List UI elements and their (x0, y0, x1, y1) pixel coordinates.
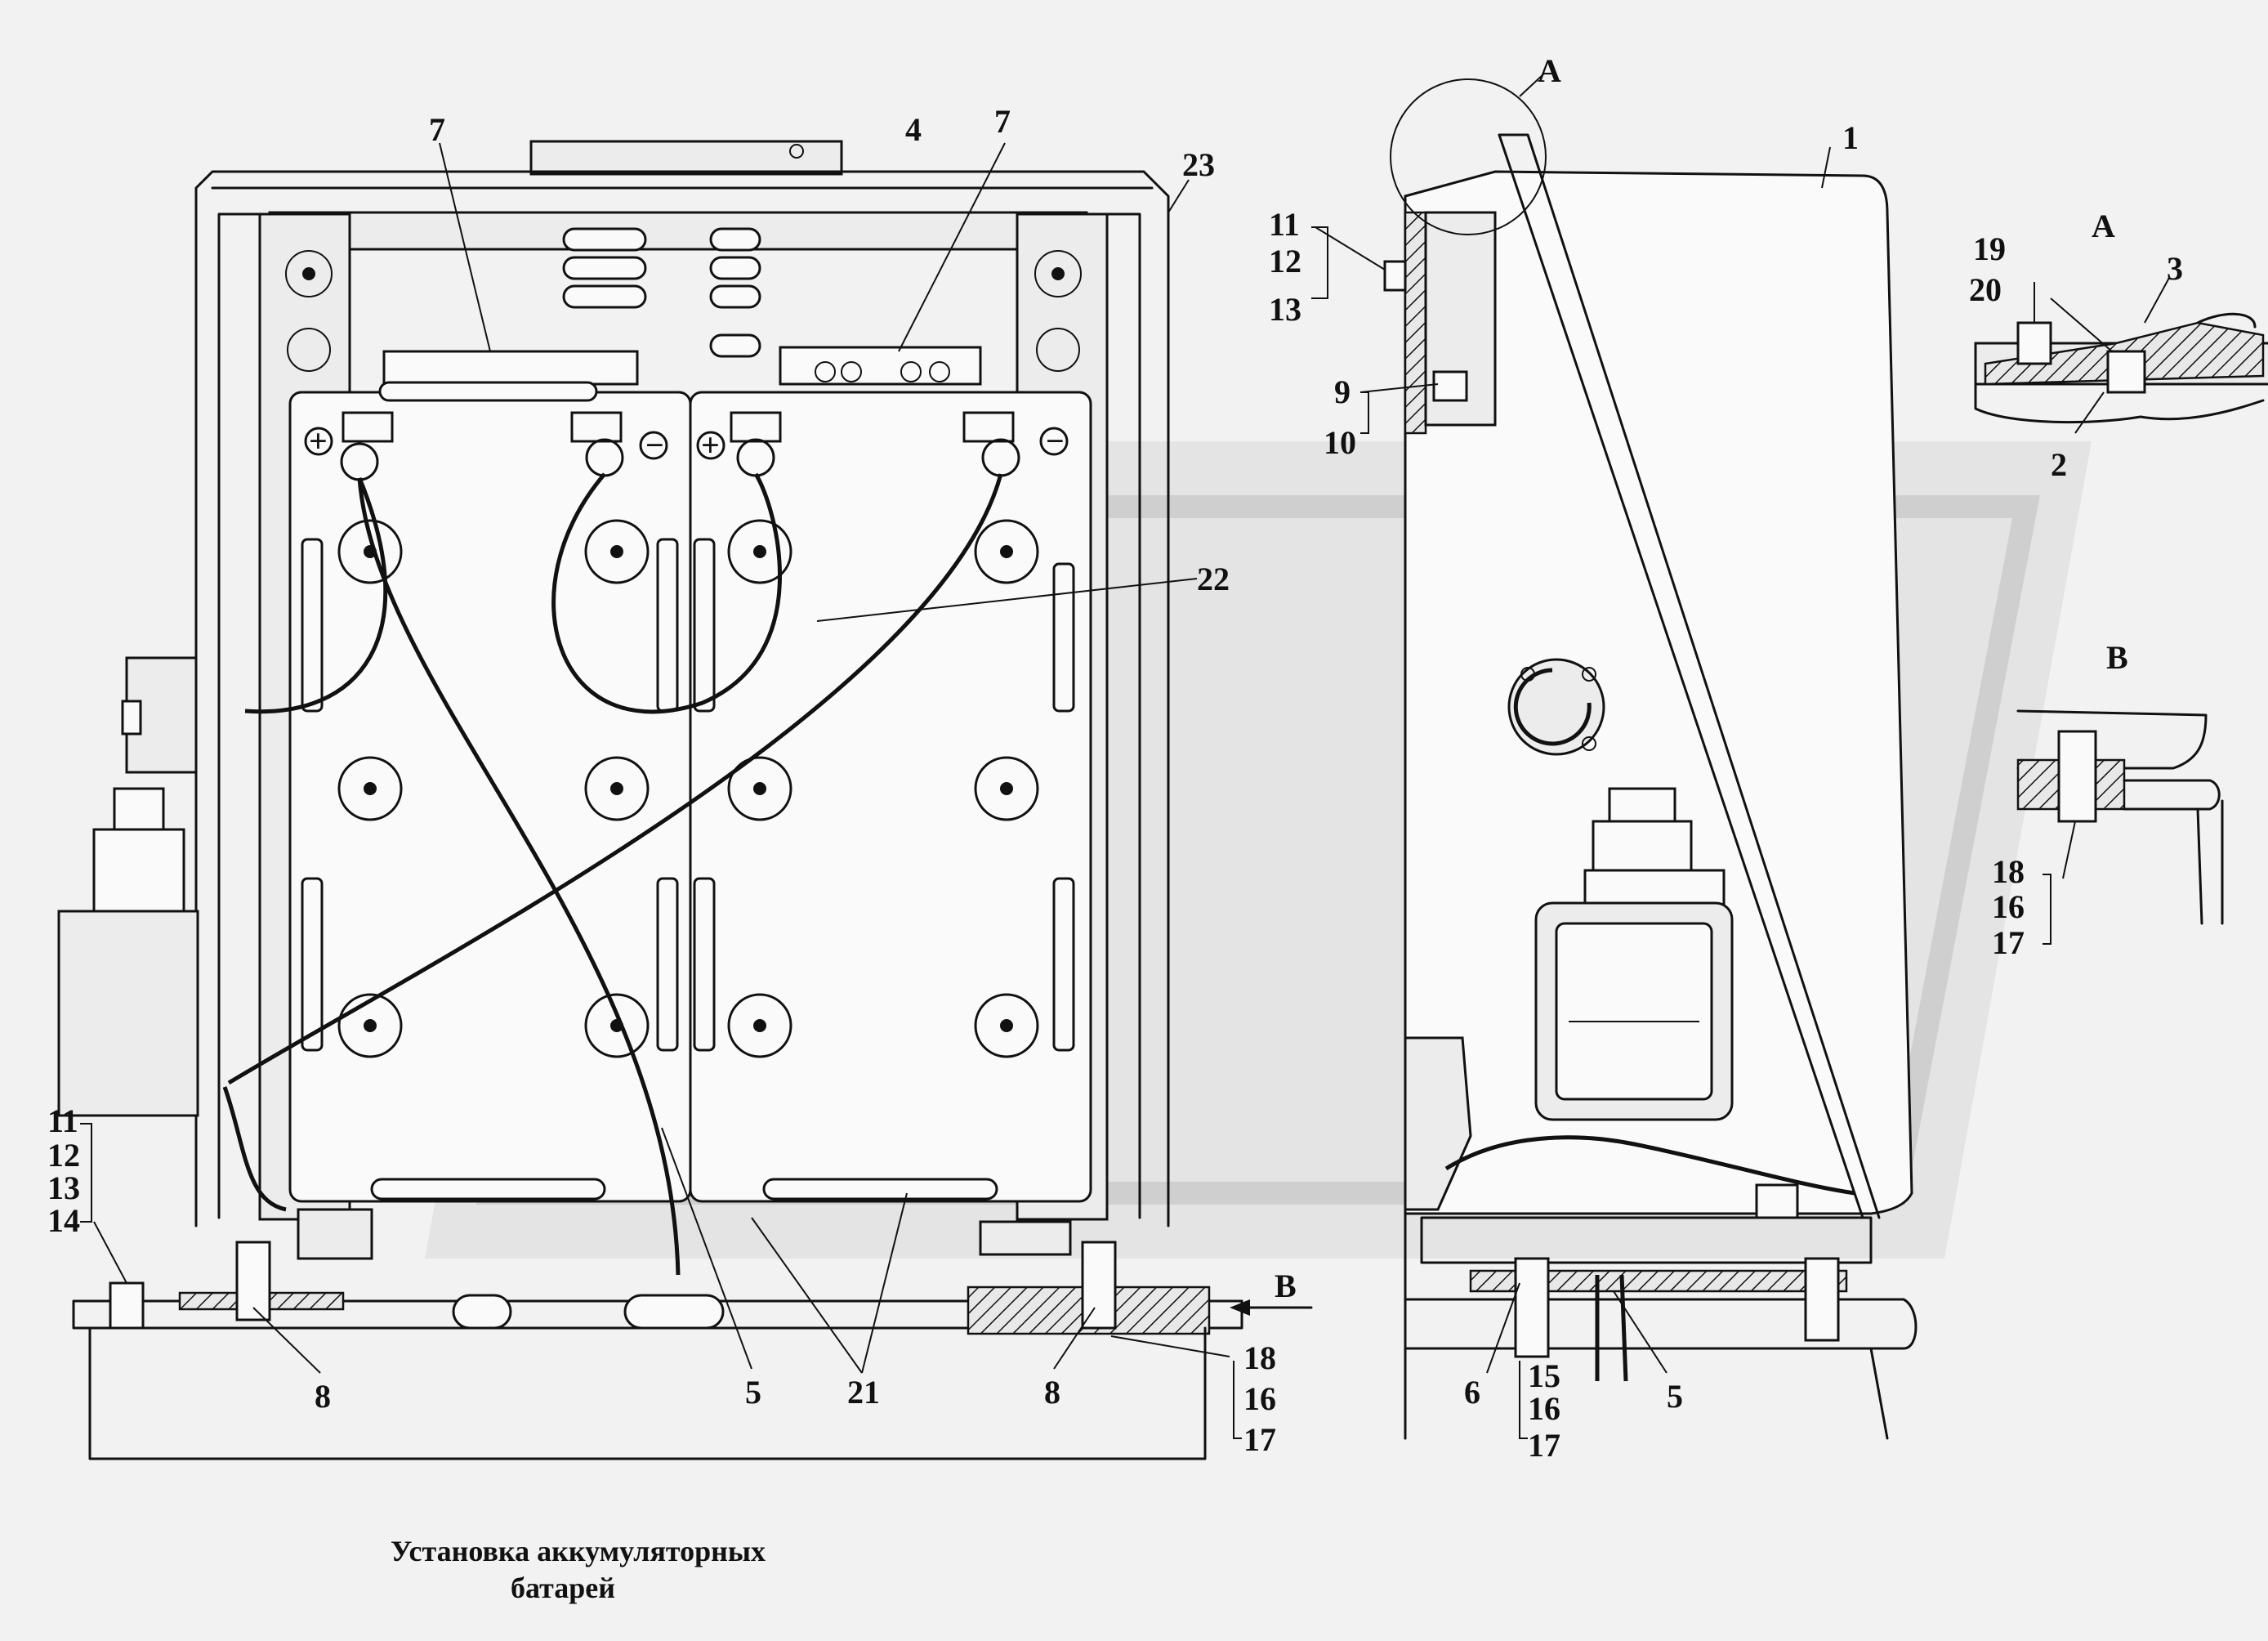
bolt-15 (1514, 1257, 1550, 1358)
bolt-8-left (235, 1241, 271, 1321)
callout-1: 1 (1842, 119, 1859, 156)
leader-lines-front (80, 142, 1242, 1439)
callout-20: 20 (1969, 271, 2002, 308)
callout-8-right: 8 (1044, 1374, 1060, 1411)
detail-a-title: А (2092, 208, 2115, 244)
callout-17: 17 (1243, 1421, 1276, 1458)
callout-8-left: 8 (315, 1378, 331, 1415)
callout-side-13: 13 (1269, 291, 1301, 328)
detail-b (2016, 709, 2224, 945)
callout-7-right: 7 (994, 103, 1011, 140)
callout-15: 15 (1528, 1357, 1560, 1394)
callout-7-left: 7 (429, 111, 445, 148)
caption-line-1: Установка аккумуляторных (391, 1535, 766, 1567)
cables (222, 472, 1003, 1276)
callout-b16: 16 (1992, 888, 2025, 925)
clamp-bar-left (382, 350, 639, 386)
front-view: + − + − (57, 140, 1313, 1460)
vent-slots (562, 227, 761, 358)
callout-11: 11 (47, 1102, 78, 1139)
callout-b17: 17 (1992, 924, 2025, 961)
callout-side-16: 16 (1528, 1390, 1560, 1427)
battery-box-side (1404, 170, 1913, 1215)
terminal-plus-right: + (701, 427, 720, 463)
terminal-minus-left: − (645, 427, 664, 463)
callout-22: 22 (1197, 561, 1230, 597)
bottom-clamp-left (370, 1178, 606, 1201)
bolt-detail-b (2057, 730, 2097, 823)
callout-labels: 7 4 7 23 22 11 12 13 14 8 5 21 8 18 16 1… (47, 52, 2183, 1464)
bolt-side-right (1804, 1257, 1840, 1342)
caption-line-2: батарей (511, 1572, 615, 1604)
callout-10: 10 (1324, 424, 1356, 461)
view-b-marker: В (1275, 1268, 1297, 1304)
callout-side-5: 5 (1667, 1378, 1683, 1415)
callout-14: 14 (47, 1202, 80, 1239)
callout-19: 19 (1973, 230, 2006, 267)
clamp-bar-right (779, 346, 982, 386)
callout-9: 9 (1334, 373, 1351, 410)
callout-23: 23 (1182, 146, 1215, 183)
lid-plate (268, 211, 1088, 251)
battery-left (288, 391, 692, 1203)
side-view (1311, 73, 1918, 1440)
relay-switch (92, 828, 185, 913)
callout-6: 6 (1464, 1374, 1480, 1411)
callout-16: 16 (1243, 1380, 1276, 1417)
leader-lines-side (1311, 146, 1831, 1439)
detail-a-circle (1390, 78, 1547, 235)
callout-4: 4 (905, 111, 922, 148)
battery-ribs (301, 538, 1075, 1052)
callout-13: 13 (47, 1169, 80, 1206)
side-bracket-bottom (1404, 1036, 1472, 1211)
callout-3: 3 (2167, 250, 2183, 287)
callout-12: 12 (47, 1137, 80, 1174)
terminal-minus-right: − (1046, 423, 1065, 459)
detail-a (1974, 277, 2268, 434)
callout-side-11: 11 (1269, 206, 1300, 243)
callout-18: 18 (1243, 1339, 1276, 1376)
battery-right (689, 391, 1092, 1203)
callout-b18: 18 (1992, 853, 2025, 890)
bolt-14 (109, 1281, 145, 1330)
top-handle-tab (529, 140, 843, 176)
terminal-plus-left: + (309, 423, 328, 459)
battery-cell-caps (337, 519, 1039, 1058)
bolt-8-right (1081, 1241, 1117, 1330)
detail-a-marker: А (1538, 52, 1561, 89)
callout-side-17: 17 (1528, 1427, 1560, 1464)
bottom-clamp-right (762, 1178, 998, 1201)
callout-5: 5 (745, 1374, 761, 1411)
callout-2: 2 (2051, 446, 2067, 483)
callout-side-12: 12 (1269, 243, 1301, 279)
callout-21: 21 (847, 1374, 880, 1411)
detail-b-title: В (2106, 639, 2128, 676)
relay-housing (57, 910, 199, 1117)
